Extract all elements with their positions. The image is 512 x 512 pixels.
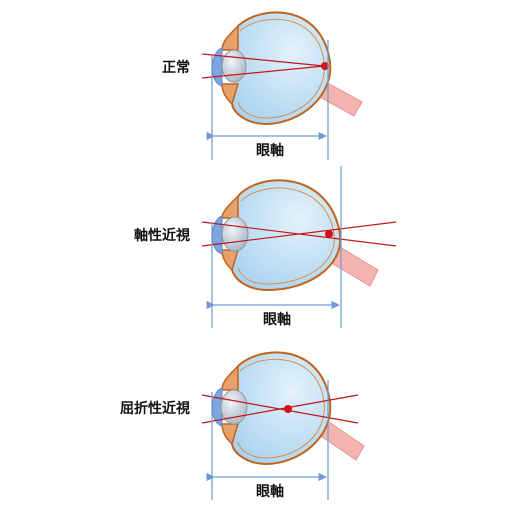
light-rays	[201, 53, 325, 79]
panel-normal: 正常 眼軸	[162, 11, 363, 160]
panel-axial-myopia: 軸性近視 眼軸	[134, 166, 397, 328]
eyeball	[231, 11, 332, 126]
axis-label: 眼軸	[263, 311, 291, 328]
panel-label: 軸性近視	[134, 227, 190, 244]
axis-label: 眼軸	[256, 483, 284, 500]
cornea	[211, 215, 223, 255]
lens	[221, 49, 247, 83]
panel-refractive-myopia: 屈折性近視 眼軸	[120, 351, 365, 500]
light-rays	[201, 221, 397, 247]
focal-point	[325, 230, 333, 238]
panel-label: 屈折性近視	[120, 400, 190, 417]
panel-label: 正常	[162, 59, 190, 76]
lens	[221, 216, 249, 252]
focal-point	[284, 405, 292, 413]
focal-point	[321, 62, 329, 70]
cornea	[211, 47, 223, 87]
axis-label: 眼軸	[256, 142, 284, 159]
light-rays	[201, 394, 359, 424]
